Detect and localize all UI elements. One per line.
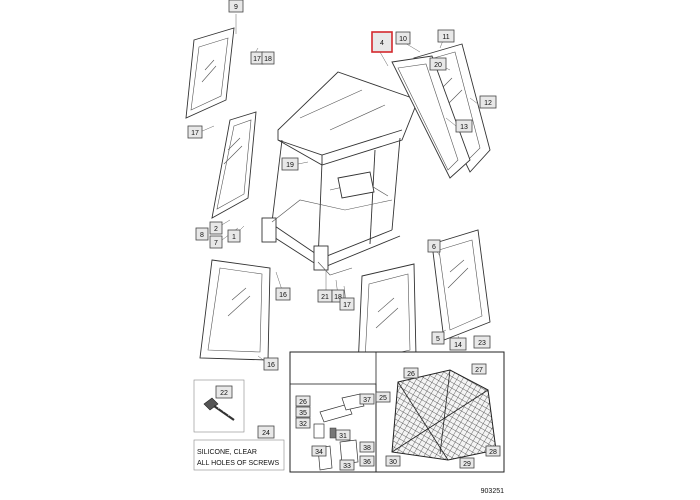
svg-text:17: 17 bbox=[253, 56, 261, 63]
screw-icon bbox=[203, 397, 235, 421]
callout-8: 8 bbox=[195, 227, 209, 241]
glass-panel-right-front bbox=[431, 229, 491, 341]
note-line-2: ALL HOLES OF SCREWS bbox=[197, 460, 280, 467]
callout-5: 5 bbox=[431, 331, 445, 345]
svg-text:19: 19 bbox=[286, 162, 294, 169]
callout-16: 16 bbox=[263, 357, 279, 371]
callout-37: 37 bbox=[359, 393, 375, 405]
svg-text:1: 1 bbox=[232, 234, 236, 241]
svg-text:6: 6 bbox=[432, 244, 436, 251]
glass-panel-right-rear-inner bbox=[391, 55, 471, 179]
svg-text:33: 33 bbox=[343, 463, 351, 470]
svg-text:16: 16 bbox=[279, 292, 287, 299]
callout-23: 23 bbox=[473, 335, 491, 349]
callout-1: 1 bbox=[227, 229, 241, 243]
callout-17: 17 bbox=[339, 297, 355, 311]
svg-text:35: 35 bbox=[299, 410, 307, 417]
svg-text:17: 17 bbox=[191, 130, 199, 137]
callout-11: 11 bbox=[437, 29, 455, 43]
drawing-number: 903251 bbox=[481, 488, 504, 495]
svg-text:8: 8 bbox=[200, 232, 204, 239]
svg-text:4: 4 bbox=[380, 40, 384, 47]
cab-frame bbox=[261, 71, 419, 276]
detail-box: 26 35 32 37 31 38 34 36 33 25 26 27 28 2… bbox=[289, 351, 505, 473]
callout-38: 38 bbox=[359, 441, 375, 453]
callout-29: 29 bbox=[459, 457, 475, 469]
glass-panel-front-left bbox=[199, 259, 271, 361]
svg-text:17: 17 bbox=[343, 302, 351, 309]
svg-text:14: 14 bbox=[454, 342, 462, 349]
callout-13: 13 bbox=[455, 119, 473, 133]
callout-4-highlighted: 4 bbox=[371, 31, 393, 53]
svg-text:24: 24 bbox=[262, 430, 270, 437]
callout-9: 9 bbox=[228, 0, 244, 13]
callout-10: 10 bbox=[395, 31, 411, 45]
svg-text:28: 28 bbox=[489, 449, 497, 456]
callout-27: 27 bbox=[471, 363, 487, 375]
svg-text:22: 22 bbox=[220, 390, 228, 397]
svg-text:9: 9 bbox=[234, 4, 238, 11]
svg-text:2: 2 bbox=[214, 226, 218, 233]
glass-panel-left-upper bbox=[211, 111, 257, 219]
callout-6: 6 bbox=[427, 239, 441, 253]
callout-19: 19 bbox=[281, 157, 299, 171]
callout-7: 7 bbox=[209, 235, 223, 249]
callout-20: 20 bbox=[429, 57, 447, 71]
svg-text:12: 12 bbox=[484, 100, 492, 107]
glass-panel-left-rear bbox=[185, 27, 235, 119]
callout-26: 26 bbox=[295, 395, 311, 407]
svg-text:37: 37 bbox=[363, 397, 371, 404]
callout-31: 31 bbox=[335, 429, 351, 441]
svg-text:5: 5 bbox=[436, 336, 440, 343]
bracket-parts bbox=[313, 393, 365, 471]
callout-24: 24 bbox=[257, 425, 275, 439]
svg-text:34: 34 bbox=[315, 449, 323, 456]
screw-part-box: 22 bbox=[193, 379, 245, 433]
svg-text:29: 29 bbox=[463, 461, 471, 468]
callout-34: 34 bbox=[311, 445, 327, 457]
callout-26: 26 bbox=[403, 367, 419, 379]
callout-33: 33 bbox=[339, 459, 355, 471]
callout-36: 36 bbox=[359, 455, 375, 467]
svg-text:7: 7 bbox=[214, 240, 218, 247]
svg-text:25: 25 bbox=[379, 395, 387, 402]
svg-text:18: 18 bbox=[264, 56, 272, 63]
svg-text:18: 18 bbox=[334, 294, 342, 301]
callout-30: 30 bbox=[385, 455, 401, 467]
svg-text:38: 38 bbox=[363, 445, 371, 452]
svg-text:30: 30 bbox=[389, 459, 397, 466]
svg-text:36: 36 bbox=[363, 459, 371, 466]
callout-25: 25 bbox=[375, 391, 391, 403]
callout-17: 17 bbox=[187, 125, 203, 139]
svg-text:23: 23 bbox=[478, 340, 486, 347]
svg-text:26: 26 bbox=[407, 371, 415, 378]
callout-2: 2 bbox=[209, 221, 223, 235]
svg-text:11: 11 bbox=[442, 34, 449, 41]
svg-text:13: 13 bbox=[460, 124, 468, 131]
callout-17: 17 bbox=[250, 51, 264, 65]
callout-32: 32 bbox=[295, 417, 311, 429]
callout-14: 14 bbox=[449, 337, 467, 351]
callout-22: 22 bbox=[215, 385, 233, 399]
svg-text:10: 10 bbox=[399, 36, 407, 43]
svg-text:16: 16 bbox=[267, 362, 275, 369]
callout-18: 18 bbox=[261, 51, 275, 65]
callout-16: 16 bbox=[275, 287, 291, 301]
note-line-1: SILICONE, CLEAR bbox=[197, 449, 257, 456]
callout-12: 12 bbox=[479, 95, 497, 109]
callout-21: 21 bbox=[317, 289, 333, 303]
svg-text:27: 27 bbox=[475, 367, 483, 374]
svg-text:26: 26 bbox=[299, 399, 307, 406]
svg-text:31: 31 bbox=[339, 433, 347, 440]
callout-35: 35 bbox=[295, 406, 311, 418]
callout-28: 28 bbox=[485, 445, 501, 457]
silicone-note-box: 24 SILICONE, CLEAR ALL HOLES OF SCREWS bbox=[193, 425, 285, 471]
svg-text:32: 32 bbox=[299, 421, 307, 428]
svg-text:20: 20 bbox=[434, 62, 442, 69]
svg-text:21: 21 bbox=[321, 294, 329, 301]
